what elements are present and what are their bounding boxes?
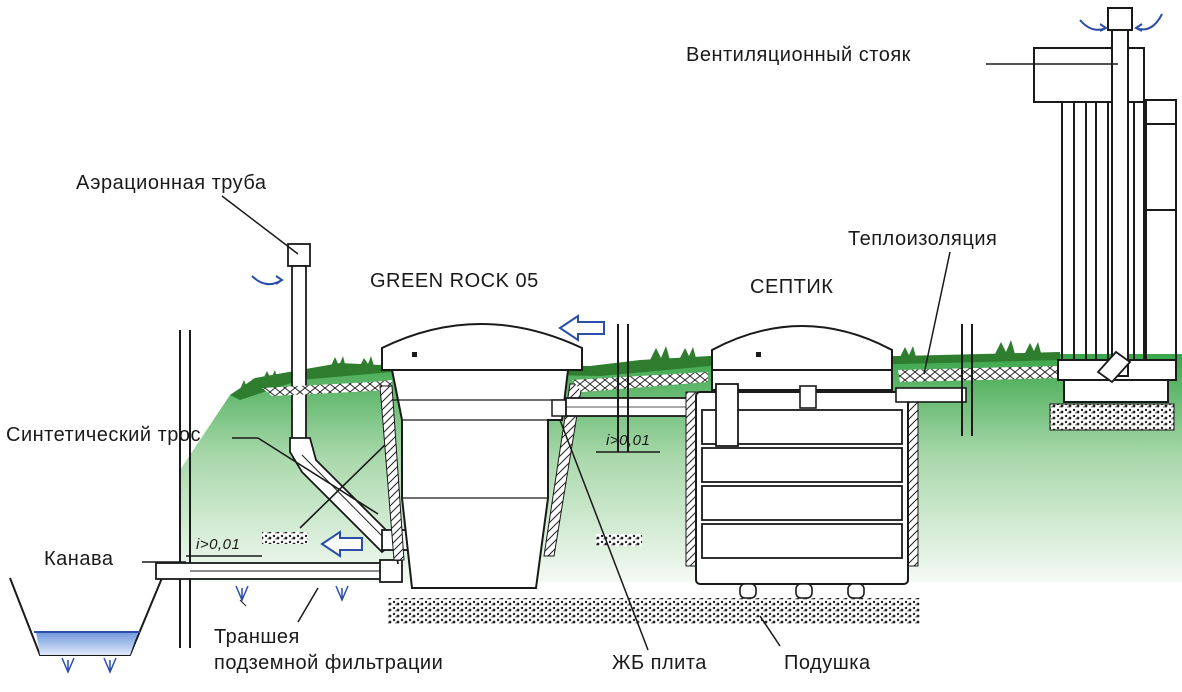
insulation-label: Теплоизоляция bbox=[848, 228, 998, 250]
trench-leader bbox=[297, 587, 319, 623]
aeration-pipe-label: Аэрационная труба bbox=[76, 172, 267, 194]
insulation-right bbox=[898, 366, 1060, 382]
connecting-pipe bbox=[565, 397, 697, 417]
pit-wall-left bbox=[379, 385, 405, 561]
trench-label-line2: подземной фильтрации bbox=[214, 652, 444, 674]
slab-leader bbox=[559, 419, 649, 651]
green-rock-tank bbox=[381, 323, 583, 589]
septic-label: СЕПТИК bbox=[750, 276, 834, 298]
house bbox=[1033, 47, 1177, 403]
house-pipe bbox=[895, 387, 967, 403]
aeration-pipe bbox=[287, 243, 411, 565]
flow-arrows bbox=[320, 314, 605, 558]
flow-arrow-trench bbox=[320, 530, 363, 558]
ventilation-riser-label: Вентиляционный стояк bbox=[686, 44, 911, 66]
synthetic-rope bbox=[257, 437, 391, 529]
gravel-cushion bbox=[388, 598, 920, 624]
insulation-mid bbox=[572, 372, 708, 392]
insulation-leader bbox=[923, 251, 951, 375]
filtration-pipe bbox=[155, 559, 403, 607]
cushion-label: Подушка bbox=[784, 652, 871, 674]
slope-label-left: i>0,01 bbox=[196, 536, 241, 553]
synthetic-rope-label: Синтетический трос bbox=[6, 424, 201, 446]
right-post bbox=[961, 324, 973, 436]
slope-label-mid: i>0,01 bbox=[606, 432, 651, 449]
anchor-left bbox=[262, 532, 308, 544]
middle-post bbox=[617, 324, 629, 452]
trench-label-line1: Траншея bbox=[214, 626, 300, 648]
ditch-label: Канава bbox=[44, 548, 114, 570]
green-rock-label: GREEN ROCK 05 bbox=[370, 270, 539, 292]
septic-tank bbox=[685, 325, 919, 599]
ventilation-riser bbox=[1111, 29, 1129, 377]
grass-tufts bbox=[238, 340, 1041, 394]
cushion-leader bbox=[759, 615, 781, 647]
riser-cap bbox=[1107, 7, 1133, 31]
riser-elbow bbox=[1096, 350, 1132, 384]
aeration-leader bbox=[221, 195, 299, 255]
insulation-left bbox=[262, 380, 392, 396]
foundation bbox=[1049, 403, 1175, 431]
flow-arrow-green-rock bbox=[558, 314, 605, 342]
anchor-right bbox=[596, 534, 642, 546]
ditch bbox=[9, 577, 163, 674]
air-flow-icons bbox=[251, 13, 1163, 286]
concrete-slab-label: ЖБ плита bbox=[612, 652, 707, 674]
left-posts bbox=[179, 330, 191, 648]
